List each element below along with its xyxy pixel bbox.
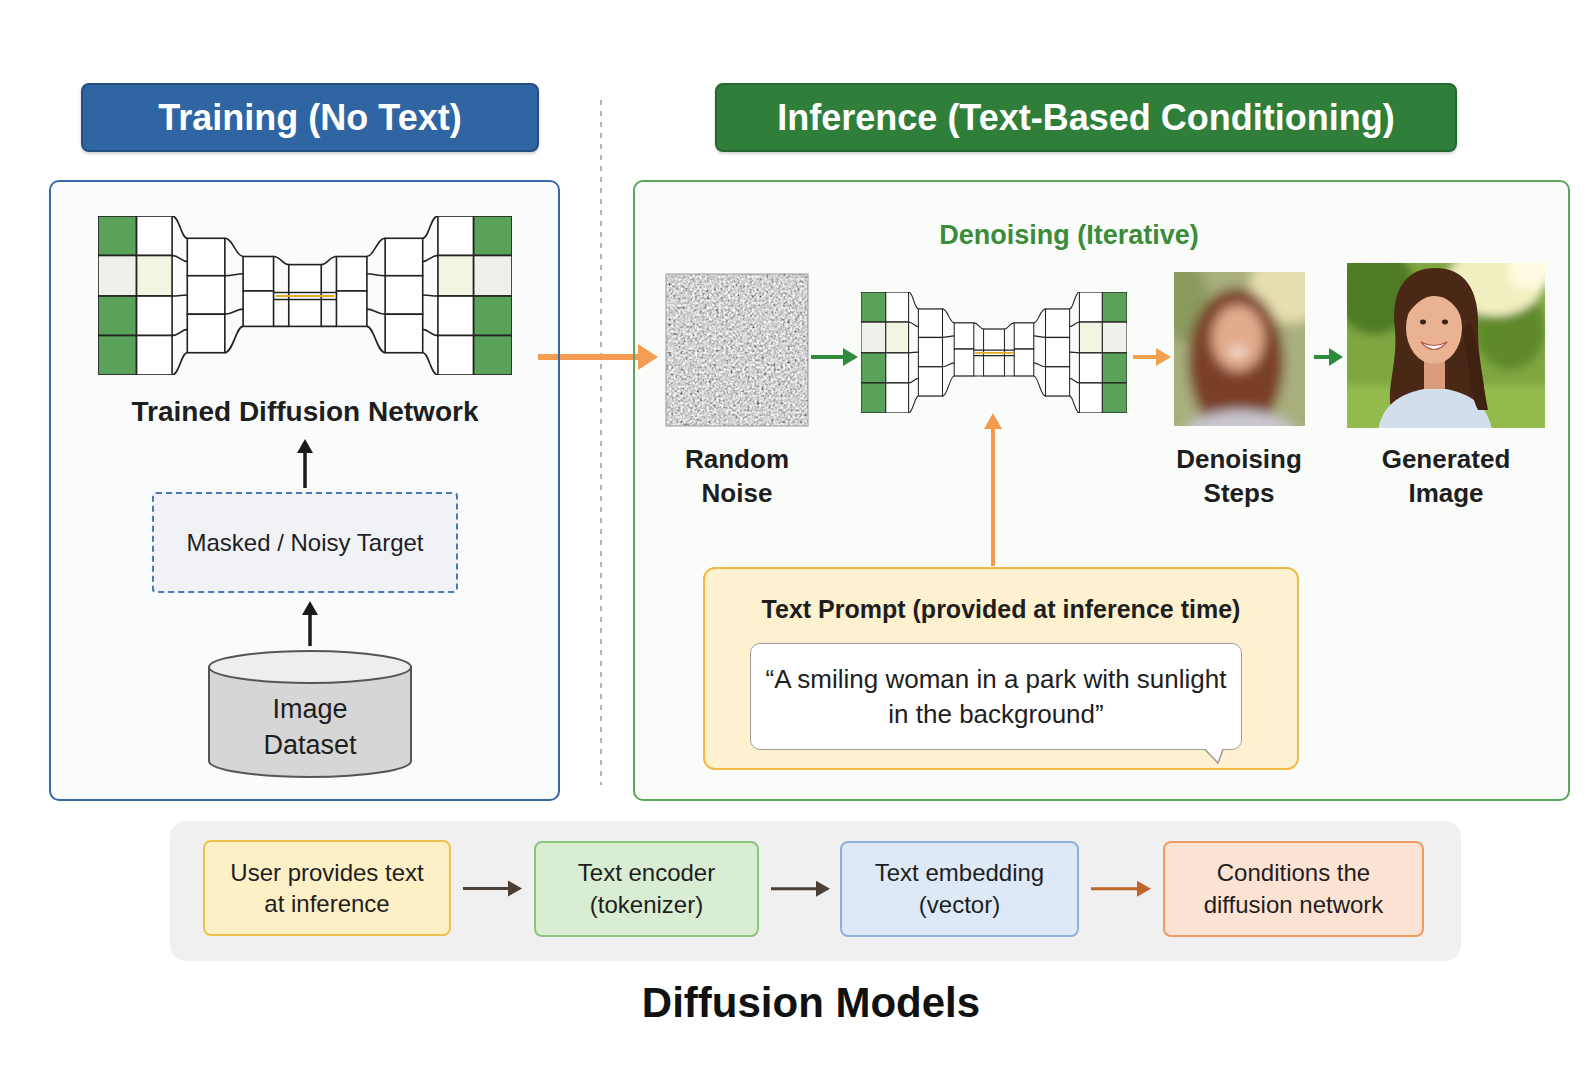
conditioning-arrow-line [991, 426, 995, 566]
arrow-head [984, 413, 1002, 429]
park-grass [1347, 385, 1545, 428]
box-text: Text embedding (vector) [858, 857, 1061, 920]
panel-header-bar: Training (No Text) [81, 83, 539, 152]
process-box: Text embedding (vector) [840, 841, 1079, 937]
arrow-head [297, 439, 313, 453]
blur-face [1212, 305, 1264, 371]
connector [538, 344, 658, 370]
arrow-head [508, 881, 522, 897]
park-background [1347, 263, 1545, 428]
box-text: Masked / Noisy Target [187, 527, 424, 559]
box-text: User provides text at inference [221, 857, 433, 920]
arrow-head [843, 348, 858, 366]
arrow-head [638, 344, 658, 370]
node-text: User provides text at inference [221, 857, 433, 920]
connector-line [308, 612, 312, 646]
noise-image [666, 274, 808, 426]
process-box: Conditions the diffusion network [1163, 841, 1424, 937]
speech-tail-line [1205, 750, 1223, 764]
flow-arrow-line [811, 355, 846, 359]
pipeline-band [170, 821, 1461, 961]
box-text: Conditions the diffusion network [1181, 857, 1406, 920]
node-text: Denoising Steps [1166, 442, 1312, 510]
cylinder-top [209, 651, 411, 683]
node-text: Text Prompt (provided at inference time) [705, 593, 1297, 626]
connector-line [771, 887, 819, 890]
image-figure: Generated Image [1347, 263, 1545, 512]
connector [1091, 881, 1151, 897]
training-panel: Training (No Text) Trained Diffusion Netw… [49, 83, 560, 801]
connector [297, 439, 313, 488]
box-text: Text Prompt (provided at inference time) [705, 593, 1297, 626]
figure-caption: Denoising Steps [1166, 442, 1312, 510]
arrow-head [302, 601, 318, 615]
blur-shirt [1182, 410, 1298, 426]
cylinder-text: Image Dataset [235, 692, 385, 763]
database-cylinder: Image Dataset [207, 649, 413, 780]
sunlight [1508, 263, 1545, 290]
process-box: User provides text at inference [203, 840, 451, 936]
figure-caption: Random Noise [666, 442, 808, 510]
connector-line [463, 887, 511, 890]
box-text: “A smiling woman in a park with sunlight… [763, 662, 1229, 731]
section-label: Denoising (Iterative) [939, 220, 1199, 251]
smile [1421, 342, 1447, 350]
generated-photo [1347, 263, 1545, 428]
panel-ground [633, 180, 1570, 801]
hair-fringe [1405, 281, 1463, 322]
speech-tail-fill [1205, 748, 1223, 763]
inference-panel: Inference (Text-Based Conditioning) Rando… [633, 83, 1570, 801]
hair-strand [1462, 322, 1488, 410]
diagram-caption: Diffusion Models [642, 979, 980, 1027]
image-figure: Random Noise [666, 274, 808, 512]
panel-heading: Inference (Text-Based Conditioning) [777, 97, 1394, 139]
arrow-head [816, 881, 830, 897]
blurred-image [1174, 272, 1305, 426]
arrow-head [1156, 348, 1171, 366]
node-text: Text embedding (vector) [858, 857, 1061, 920]
connector-line [538, 354, 642, 360]
figure-caption: Generated Image [1347, 442, 1545, 510]
node-text: Image Dataset [235, 692, 385, 763]
node-text: “A smiling woman in a park with sunlight… [763, 662, 1229, 731]
connector [463, 881, 522, 897]
connector-line [1091, 887, 1140, 890]
node-text: Text encoder (tokenizer) [552, 857, 741, 920]
image-figure: Denoising Steps [1166, 272, 1312, 512]
image-frame [666, 274, 808, 426]
eye [1442, 320, 1448, 325]
connector-line [303, 450, 307, 488]
node-text: Trained Diffusion Network [98, 395, 512, 429]
arrow-head [1137, 881, 1151, 897]
connector [302, 601, 318, 646]
speech-tail [1205, 748, 1225, 764]
unet-illustration [861, 292, 1127, 413]
figure-caption: Trained Diffusion Network [98, 395, 512, 429]
arrow-head [1329, 348, 1343, 366]
node-text: Generated Image [1356, 442, 1536, 510]
process-box: Masked / Noisy Target [152, 492, 458, 593]
node-text: Conditions the diffusion network [1181, 857, 1406, 920]
connector [771, 881, 830, 897]
blurred-scene [1174, 272, 1305, 426]
unet-illustration [98, 216, 512, 375]
prompt-box: Text Prompt (provided at inference time)… [703, 567, 1299, 770]
blur-hair [1188, 288, 1284, 426]
network-figure: Trained Diffusion Network [98, 216, 512, 431]
speech-bubble: “A smiling woman in a park with sunlight… [750, 643, 1242, 750]
flow-arrow-line [1133, 355, 1158, 359]
divider-line [600, 100, 602, 785]
eye [1420, 320, 1426, 325]
box-text: Text encoder (tokenizer) [552, 857, 741, 920]
panel-header-bar: Inference (Text-Based Conditioning) [715, 83, 1457, 152]
connector [1314, 348, 1343, 366]
node-text: Random Noise [666, 442, 808, 510]
process-box: Text encoder (tokenizer) [534, 841, 759, 937]
panel-heading: Training (No Text) [158, 97, 461, 139]
blur-smile [1229, 349, 1247, 355]
panel-ground [49, 180, 560, 801]
node-text: Masked / Noisy Target [187, 527, 424, 559]
